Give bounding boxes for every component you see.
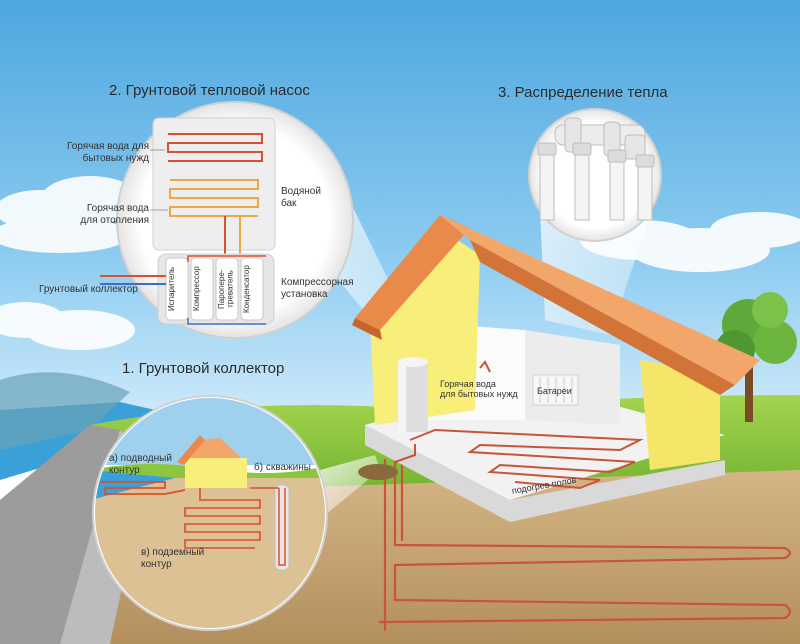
roof-main: [440, 215, 760, 385]
label-hot-water-domestic: Горячая вода для бытовых нужд: [67, 141, 149, 164]
component-evaporator: Испаритель: [167, 266, 176, 312]
heat-pump-circle: [100, 101, 354, 339]
house: [352, 215, 760, 522]
distribution-circle: [528, 108, 662, 242]
roof-left: [355, 215, 470, 330]
house-wall-left: [370, 235, 480, 425]
label-hot-water-heating: Горячая вода для отопления: [80, 203, 149, 226]
heat-pump-title: 2. Грунтовой тепловой насос: [109, 82, 310, 99]
label-underwater-loop: а) подводный контур: [109, 453, 172, 476]
component-superheater: Паропере- греватель: [217, 269, 235, 309]
floor-heating-pipes: [409, 428, 644, 490]
radiator: [532, 374, 579, 406]
underground-pipes: [378, 458, 792, 632]
label-water-tank: Водяной бак: [281, 186, 321, 209]
label-wells: б) скважины: [254, 462, 311, 473]
house-wall-right: [640, 360, 720, 470]
component-condenser: Конденсатор: [242, 265, 251, 313]
component-compressor: Компрессор: [192, 266, 201, 312]
label-underground-loop: в) подземный контур: [141, 547, 205, 570]
heating-coil: [169, 179, 259, 217]
label-radiators: Батареи: [537, 386, 572, 396]
far-hill: [0, 372, 130, 450]
distribution-title: 3. Распределение тепла: [498, 84, 668, 101]
domestic-coil: [167, 133, 263, 162]
collector-title: 1. Грунтовой коллектор: [122, 360, 285, 377]
label-house-hot-water: Горячая вода для бытовых нужд: [440, 379, 518, 400]
label-compressor-unit: Компрессорная установка: [281, 277, 354, 300]
label-ground-collector: Грунтовый коллектор: [39, 284, 138, 295]
floor-slab: [365, 425, 725, 522]
cliff: [0, 425, 120, 644]
